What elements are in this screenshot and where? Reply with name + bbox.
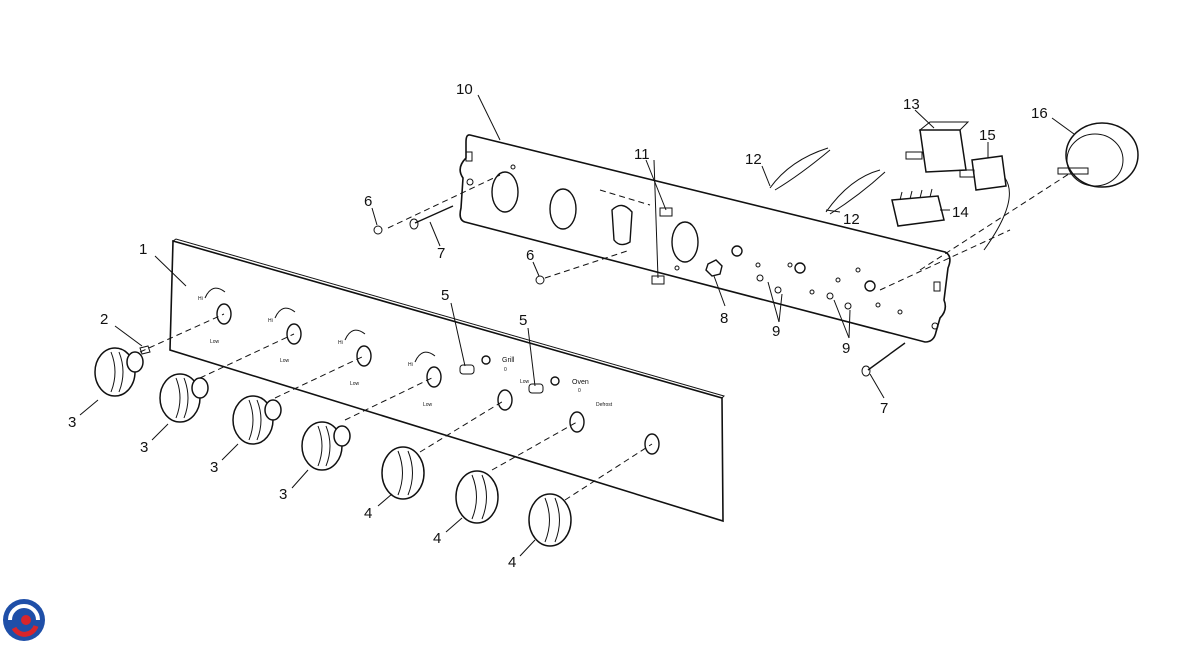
knob-part-4-group	[381, 446, 572, 547]
thermostat-part-15	[959, 155, 1010, 251]
clip-part-2	[139, 345, 151, 355]
callout-1: 1	[139, 241, 147, 258]
knob-3-2	[159, 373, 209, 423]
panel-label-hi-1: Hi	[198, 296, 203, 302]
screw-6b	[535, 275, 545, 285]
callout-3b: 3	[140, 439, 148, 456]
panel-label-defrost: Defrost	[596, 402, 613, 408]
callout-labels: 1 2 3 3 3 3 4 4 4 5 5 6 6 7 7 8 9 9 10 1…	[68, 81, 1048, 571]
callout-12a: 12	[745, 151, 762, 168]
panel-label-low-1: Low	[210, 339, 220, 345]
wire-12b	[825, 169, 881, 213]
callout-9a: 9	[772, 323, 780, 340]
panel-label-low-4: Low	[423, 402, 433, 408]
brand-logo-icon	[3, 599, 45, 641]
callout-14: 14	[952, 204, 969, 221]
panel-label-grill-zero: 0	[504, 367, 507, 373]
push-button-5a	[459, 364, 475, 375]
panel-label-low-3: Low	[350, 381, 360, 387]
timer-part-16	[1057, 122, 1139, 188]
callout-3d: 3	[279, 486, 287, 503]
leader-lines	[79, 94, 1075, 557]
panel-label-hi-4: Hi	[408, 362, 413, 368]
knob-3-1	[94, 347, 144, 397]
long-screw-7a	[414, 205, 454, 224]
callout-5a: 5	[441, 287, 449, 304]
callout-7a: 7	[437, 245, 445, 262]
screw-6a	[373, 225, 383, 235]
panel-label-oven-zero: 0	[578, 388, 581, 394]
callout-3a: 3	[68, 414, 76, 431]
callout-6b: 6	[526, 247, 534, 264]
knob-3-3	[232, 395, 282, 445]
assembly-lines	[139, 169, 1076, 501]
panel-label-low: Low	[520, 379, 530, 385]
push-button-5b	[528, 383, 544, 394]
rear-control-panel	[459, 134, 951, 343]
panel-label-low-2: Low	[280, 358, 290, 364]
wire-12a	[769, 147, 829, 189]
energy-regulator-part-13	[905, 121, 970, 173]
callout-13: 13	[903, 96, 920, 113]
callout-15: 15	[979, 127, 996, 144]
knob-part-3-group	[94, 347, 351, 471]
panel-label-hi-2: Hi	[268, 318, 273, 324]
knob-3-4	[301, 421, 351, 471]
callout-8: 8	[720, 310, 728, 327]
panel-label-grill: Grill	[502, 357, 515, 364]
nut-part-8	[705, 259, 723, 277]
panel-label-hi-3: Hi	[338, 340, 343, 346]
callout-12b: 12	[843, 211, 860, 228]
long-screw-7b	[867, 342, 906, 371]
callout-7b: 7	[880, 400, 888, 417]
callout-16: 16	[1031, 105, 1048, 122]
spacer-11a	[659, 207, 673, 217]
callout-4c: 4	[508, 554, 516, 571]
callout-2: 2	[100, 311, 108, 328]
selector-switch-part-14	[891, 188, 945, 227]
callout-3c: 3	[210, 459, 218, 476]
callout-4a: 4	[364, 505, 372, 522]
callout-6a: 6	[364, 193, 372, 210]
knob-4-1	[381, 446, 425, 500]
callout-10: 10	[456, 81, 473, 98]
front-fascia-panel: Grill 0 Oven 0 Low Defrost Low Low Low L…	[169, 238, 725, 523]
callout-9b: 9	[842, 340, 850, 357]
knob-4-3	[528, 493, 572, 547]
knob-4-2	[455, 470, 499, 524]
callout-11: 11	[634, 146, 650, 163]
callout-4b: 4	[433, 530, 441, 547]
panel-label-oven: Oven	[572, 379, 589, 386]
callout-5b: 5	[519, 312, 527, 329]
